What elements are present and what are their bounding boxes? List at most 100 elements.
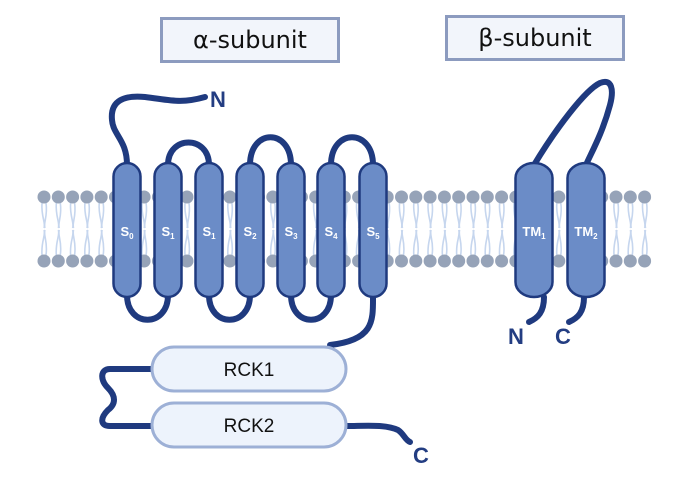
lipid-head: [223, 190, 237, 204]
beta-chain: [526, 78, 615, 325]
beta-helix-tm1-label: TM1: [522, 224, 546, 241]
lipid-head: [552, 190, 566, 204]
lipid: [623, 190, 637, 268]
rck2-label: RCK2: [224, 416, 275, 437]
lipid-head: [552, 254, 566, 268]
lipid-head: [180, 254, 194, 268]
lipid: [409, 190, 423, 268]
beta-helices: TM1 TM2: [514, 161, 606, 299]
lipid-head: [495, 190, 509, 204]
lipid-head: [395, 190, 408, 204]
alpha-helices: S0 S1 S1 S2 S3 S4 S5: [112, 161, 388, 299]
lipid: [266, 190, 280, 268]
lipid-head: [638, 254, 652, 268]
lipid-head: [466, 190, 480, 204]
lipid-head: [623, 190, 637, 204]
beta-helix-tm2-shape: [566, 161, 606, 299]
alpha-helix-s4-shape: [316, 161, 346, 299]
alpha-helix-s1-shape: [194, 161, 224, 299]
lipid-head: [423, 254, 437, 268]
beta-n-terminal-tail: [526, 294, 547, 325]
beta-c-terminal-tail: [566, 294, 587, 325]
beta-helix-tm2-label: TM2: [574, 224, 598, 241]
beta-c-terminus-label: C: [555, 324, 571, 349]
alpha-helix-s2-shape: [235, 161, 265, 299]
lipid-head: [80, 254, 94, 268]
lipid: [223, 190, 237, 268]
lipid-head: [423, 190, 437, 204]
s5-to-rck1-linker: [327, 292, 377, 348]
lipid-head: [609, 190, 623, 204]
lipid: [466, 190, 480, 268]
loop-s3-s4-bottom: [288, 292, 334, 323]
rck1-label: RCK1: [224, 360, 275, 381]
lipid: [180, 190, 194, 268]
alpha-c-terminus-label: C: [413, 443, 429, 468]
lipid: [423, 190, 437, 268]
alpha-helix-s1: S1: [153, 161, 183, 299]
alpha-helix-s2: S2: [235, 161, 265, 299]
lipid-head: [51, 190, 65, 204]
lipid-head: [37, 190, 51, 204]
lipid: [552, 190, 566, 268]
lipid: [609, 190, 623, 268]
lipid: [452, 190, 466, 268]
lipid-head: [466, 254, 480, 268]
loop-s2-s3-top: [247, 134, 294, 168]
rck1-shape: [150, 345, 348, 393]
lipid-head: [609, 254, 623, 268]
alpha-helix-s5-label: S5: [366, 224, 380, 241]
loop-s4-s5-top: [328, 134, 376, 168]
lipid-head: [480, 254, 494, 268]
lipid-head: [437, 190, 451, 204]
lipid-head: [623, 254, 637, 268]
lipid: [37, 190, 51, 268]
lipid-head: [638, 190, 652, 204]
beta-extracellular-loop: [531, 78, 615, 168]
alpha-helix-s0-label: S0: [120, 224, 134, 241]
alpha-helix-s3-label: S3: [284, 224, 298, 241]
alpha-helix-s4-label: S4: [324, 224, 338, 241]
beta-subunit-title: β-subunit: [445, 15, 625, 61]
lipid-head: [266, 190, 280, 204]
rck1-rck2-linker: [99, 366, 155, 429]
rck2-shape: [150, 401, 348, 449]
alpha-helix-s0-shape: [112, 161, 142, 299]
lipid: [638, 190, 652, 268]
lipid-head: [495, 254, 509, 268]
lipid-head: [80, 190, 94, 204]
lipid-head: [94, 190, 108, 204]
beta-helix-tm1-shape: [514, 161, 554, 299]
alpha-helix-s1: S1: [194, 161, 224, 299]
lipid-head: [480, 190, 494, 204]
lipid: [51, 190, 65, 268]
beta-helix-tm2: TM2: [566, 161, 606, 299]
lipid: [80, 190, 94, 268]
lipid-head: [180, 190, 194, 204]
loop-s0-s1-bottom: [124, 292, 171, 323]
alpha-c-terminal-tail: [343, 422, 413, 445]
lipid-head: [452, 190, 466, 204]
alpha-helix-s1-label: S1: [202, 224, 216, 241]
lipid-head: [437, 254, 451, 268]
alpha-helix-s1-label: S1: [161, 224, 175, 241]
alpha-n-terminus-label: N: [210, 87, 226, 112]
alpha-helix-s3-shape: [276, 161, 306, 299]
loop-s1-s1-top: [165, 139, 212, 168]
alpha-helix-s2-label: S2: [243, 224, 257, 241]
lipid: [480, 190, 494, 268]
lipid-head: [266, 254, 280, 268]
lipid-head: [409, 190, 423, 204]
lipid-head: [223, 254, 237, 268]
loop-s1-s2-bottom: [206, 292, 253, 323]
lipid: [395, 190, 408, 268]
rck1-domain: RCK1: [150, 345, 348, 393]
alpha-chain: [99, 93, 413, 445]
lipid-head: [37, 254, 51, 268]
lipid-head: [51, 254, 65, 268]
lipid-head: [66, 190, 80, 204]
lipid-head: [66, 254, 80, 268]
beta-n-terminus-label: N: [508, 324, 524, 349]
lipid-head: [395, 254, 408, 268]
